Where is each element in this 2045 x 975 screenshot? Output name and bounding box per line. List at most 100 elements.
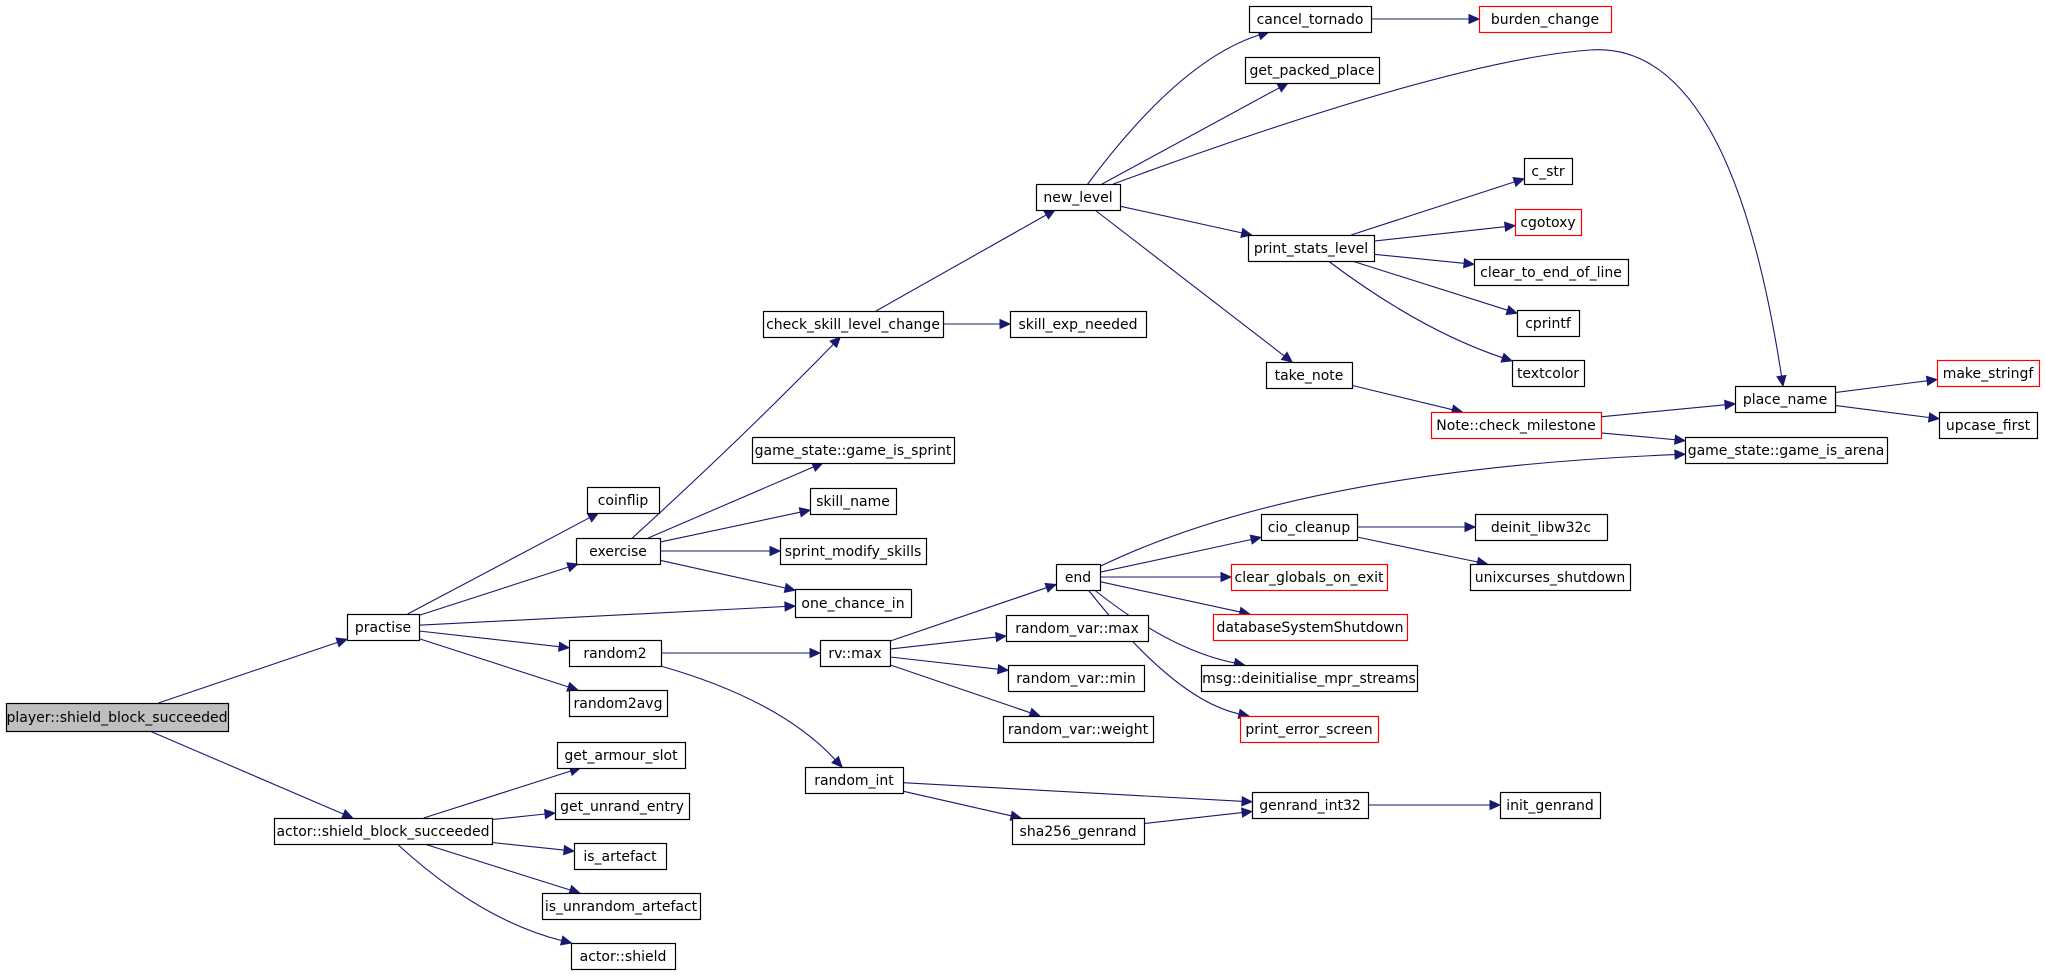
node-box[interactable] <box>1499 791 1602 820</box>
node-box[interactable] <box>1523 157 1574 186</box>
node-exercise[interactable]: exercise <box>575 537 662 566</box>
node-practise[interactable]: practise <box>346 613 421 642</box>
node-check_milestone[interactable]: Note::check_milestone <box>1430 411 1603 440</box>
node-upcase_first[interactable]: upcase_first <box>1938 411 2039 440</box>
node-burden_change[interactable]: burden_change <box>1478 5 1613 34</box>
node-msg_deinitialise[interactable]: msg::deinitialise_mpr_streams <box>1200 664 1419 693</box>
node-box[interactable] <box>779 537 928 566</box>
node-is_artefact[interactable]: is_artefact <box>573 842 668 871</box>
node-box[interactable] <box>1230 563 1389 592</box>
node-game_is_sprint[interactable]: game_state::game_is_sprint <box>751 436 956 465</box>
node-box[interactable] <box>1684 436 1889 465</box>
node-box[interactable] <box>762 310 945 339</box>
node-skill_exp_needed[interactable]: skill_exp_needed <box>1009 310 1148 339</box>
node-box[interactable] <box>1200 664 1419 693</box>
node-box[interactable] <box>1514 208 1583 237</box>
node-unixcurses_shutdown[interactable]: unixcurses_shutdown <box>1469 563 1632 592</box>
node-cio_cleanup[interactable]: cio_cleanup <box>1260 513 1359 542</box>
node-box[interactable] <box>1011 817 1146 846</box>
node-box[interactable] <box>1469 563 1632 592</box>
node-box[interactable] <box>541 892 702 921</box>
node-box[interactable] <box>1936 359 2041 388</box>
node-textcolor[interactable]: textcolor <box>1511 359 1586 388</box>
node-box[interactable] <box>346 613 421 642</box>
node-box[interactable] <box>575 537 662 566</box>
node-random2avg[interactable]: random2avg <box>568 689 669 718</box>
node-random2[interactable]: random2 <box>568 639 663 668</box>
node-deinit_libw32c[interactable]: deinit_libw32c <box>1474 513 1609 542</box>
node-actor_shield[interactable]: actor::shield <box>570 942 677 971</box>
node-box[interactable] <box>1938 411 2039 440</box>
node-get_unrand_entry[interactable]: get_unrand_entry <box>554 792 691 821</box>
node-take_note[interactable]: take_note <box>1265 361 1354 390</box>
node-c_str[interactable]: c_str <box>1523 157 1574 186</box>
node-box[interactable] <box>1055 563 1102 592</box>
node-box[interactable] <box>554 792 691 821</box>
node-sha256_genrand[interactable]: sha256_genrand <box>1011 817 1146 846</box>
node-box[interactable] <box>1511 359 1586 388</box>
node-box[interactable] <box>751 436 956 465</box>
node-box[interactable] <box>1248 5 1373 34</box>
node-box[interactable] <box>570 942 677 971</box>
node-random_var_weight[interactable]: random_var::weight <box>1002 715 1155 744</box>
node-box[interactable] <box>1247 234 1376 263</box>
node-make_stringf[interactable]: make_stringf <box>1936 359 2041 388</box>
node-is_unrandom_artefact[interactable]: is_unrandom_artefact <box>541 892 702 921</box>
node-game_is_arena[interactable]: game_state::game_is_arena <box>1684 436 1889 465</box>
node-cprintf[interactable]: cprintf <box>1516 309 1581 338</box>
node-box[interactable] <box>5 702 230 733</box>
node-random_var_min[interactable]: random_var::min <box>1007 664 1146 693</box>
node-print_stats_level[interactable]: print_stats_level <box>1247 234 1376 263</box>
node-box[interactable] <box>1251 791 1370 820</box>
node-one_chance_in[interactable]: one_chance_in <box>794 588 913 619</box>
node-place_name[interactable]: place_name <box>1734 385 1837 414</box>
node-get_packed_place[interactable]: get_packed_place <box>1244 56 1381 85</box>
node-genrand_int32[interactable]: genrand_int32 <box>1251 791 1370 820</box>
node-clear_globals_on_exit[interactable]: clear_globals_on_exit <box>1230 563 1389 592</box>
node-box[interactable] <box>1244 56 1381 85</box>
node-box[interactable] <box>1265 361 1354 390</box>
node-box[interactable] <box>273 817 494 846</box>
node-box[interactable] <box>568 639 663 668</box>
node-box[interactable] <box>1473 258 1630 287</box>
node-box[interactable] <box>1430 411 1603 440</box>
node-box[interactable] <box>1002 715 1155 744</box>
node-get_armour_slot[interactable]: get_armour_slot <box>556 741 687 770</box>
node-new_level[interactable]: new_level <box>1035 183 1122 212</box>
node-box[interactable] <box>819 639 892 668</box>
node-print_error_screen[interactable]: print_error_screen <box>1239 715 1380 744</box>
node-box[interactable] <box>1212 613 1409 642</box>
node-databaseSystemShutdown[interactable]: databaseSystemShutdown <box>1212 613 1409 642</box>
node-rv_max[interactable]: rv::max <box>819 639 892 668</box>
node-box[interactable] <box>1516 309 1581 338</box>
node-box[interactable] <box>809 487 898 516</box>
node-box[interactable] <box>1007 664 1146 693</box>
node-random_var_max[interactable]: random_var::max <box>1005 614 1150 643</box>
node-random_int[interactable]: random_int <box>804 766 905 795</box>
node-box[interactable] <box>1005 614 1150 643</box>
node-check_skill_level_change[interactable]: check_skill_level_change <box>762 310 945 339</box>
node-box[interactable] <box>556 741 687 770</box>
node-box[interactable] <box>1239 715 1380 744</box>
node-box[interactable] <box>568 689 669 718</box>
node-cgotoxy[interactable]: cgotoxy <box>1514 208 1583 237</box>
node-box[interactable] <box>1478 5 1613 34</box>
node-box[interactable] <box>1734 385 1837 414</box>
node-player_shield_block_succeeded[interactable]: player::shield_block_succeeded <box>5 702 230 733</box>
node-box[interactable] <box>573 842 668 871</box>
node-box[interactable] <box>1474 513 1609 542</box>
node-end[interactable]: end <box>1055 563 1102 592</box>
node-box[interactable] <box>1035 183 1122 212</box>
node-box[interactable] <box>794 588 913 619</box>
node-clear_to_end_of_line[interactable]: clear_to_end_of_line <box>1473 258 1630 287</box>
node-box[interactable] <box>1260 513 1359 542</box>
node-cancel_tornado[interactable]: cancel_tornado <box>1248 5 1373 34</box>
node-box[interactable] <box>586 486 661 515</box>
node-box[interactable] <box>804 766 905 795</box>
node-skill_name[interactable]: skill_name <box>809 487 898 516</box>
node-coinflip[interactable]: coinflip <box>586 486 661 515</box>
node-box[interactable] <box>1009 310 1148 339</box>
node-actor_shield_block_succeeded[interactable]: actor::shield_block_succeeded <box>273 817 494 846</box>
node-init_genrand[interactable]: init_genrand <box>1499 791 1602 820</box>
node-sprint_modify_skills[interactable]: sprint_modify_skills <box>779 537 928 566</box>
